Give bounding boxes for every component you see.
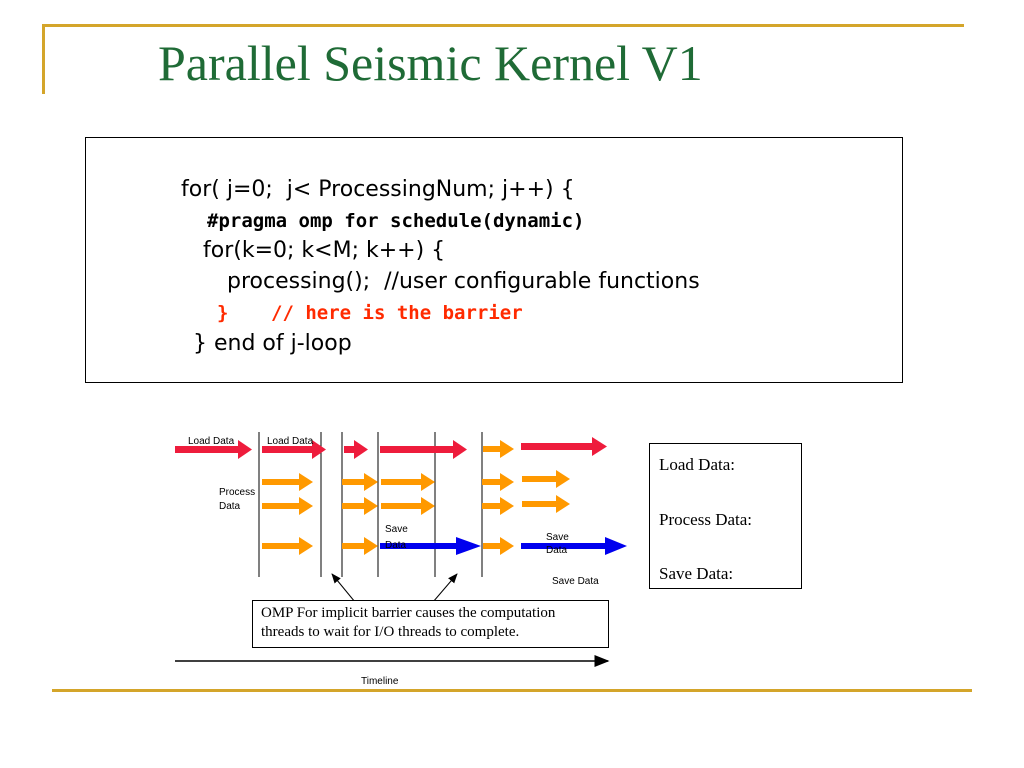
process-arrow (262, 497, 313, 515)
legend-item-process: Process Data: (659, 510, 753, 529)
process-arrow (342, 497, 378, 515)
label-save-2-line2: Data (546, 545, 568, 556)
code-line-end-j: } end of j-loop (193, 331, 352, 356)
code-line-barrier-comment: // here is the barrier (271, 302, 523, 324)
load-arrow (380, 440, 467, 459)
barrier-pointer-arrow (432, 573, 458, 603)
code-line-for-j: for( j=0; j< ProcessingNum; j++) { (181, 177, 575, 202)
process-arrow (262, 537, 313, 555)
label-save-data-3: Save Data (552, 576, 599, 587)
process-arrow (262, 473, 313, 491)
label-timeline: Timeline (361, 676, 399, 687)
load-arrow (521, 437, 607, 456)
code-line-processing: processing(); //user configurable functi… (227, 269, 700, 294)
barrier-note: OMP For implicit barrier causes the comp… (252, 600, 609, 648)
code-line-for-k: for(k=0; k<M; k++) { (203, 238, 446, 263)
slide-title: Parallel Seismic Kernel V1 (158, 35, 703, 91)
label-save-1-line1: Save (385, 524, 408, 535)
code-box: for( j=0; j< ProcessingNum; j++) { #prag… (85, 137, 903, 383)
legend-item-save: Save Data: (659, 564, 734, 583)
process-arrow (381, 473, 435, 491)
process-arrow (381, 497, 435, 515)
save-arrow (521, 537, 627, 555)
label-load-data-1: Load Data (188, 436, 235, 447)
load-arrow (344, 440, 368, 459)
legend-box: Load Data: Process Data: Save Data: (649, 443, 802, 589)
process-arrow (483, 537, 514, 555)
frame-left-line (42, 24, 45, 94)
label-save-2-line1: Save (546, 532, 569, 543)
label-process-line2: Data (219, 501, 241, 512)
frame-bottom-line (52, 689, 972, 692)
process-arrow (522, 495, 570, 513)
barrier-pointer-arrow (331, 573, 356, 603)
label-load-data-2: Load Data (267, 436, 314, 447)
load-arrow (175, 440, 252, 459)
legend-item-load: Load Data: (659, 455, 735, 474)
code-line-pragma: #pragma omp for schedule(dynamic) (207, 210, 585, 232)
load-arrow (262, 440, 326, 459)
save-arrow (380, 537, 481, 555)
process-arrow (482, 497, 514, 515)
process-arrow (522, 470, 570, 488)
process-arrow (342, 537, 378, 555)
label-save-1-line2: Data (385, 540, 407, 551)
frame-top-line (42, 24, 964, 27)
code-line-barrier-brace: } (217, 302, 229, 324)
process-arrow (483, 440, 514, 458)
process-arrow (342, 473, 378, 491)
process-arrow (482, 473, 514, 491)
label-process-line1: Process (219, 487, 255, 498)
